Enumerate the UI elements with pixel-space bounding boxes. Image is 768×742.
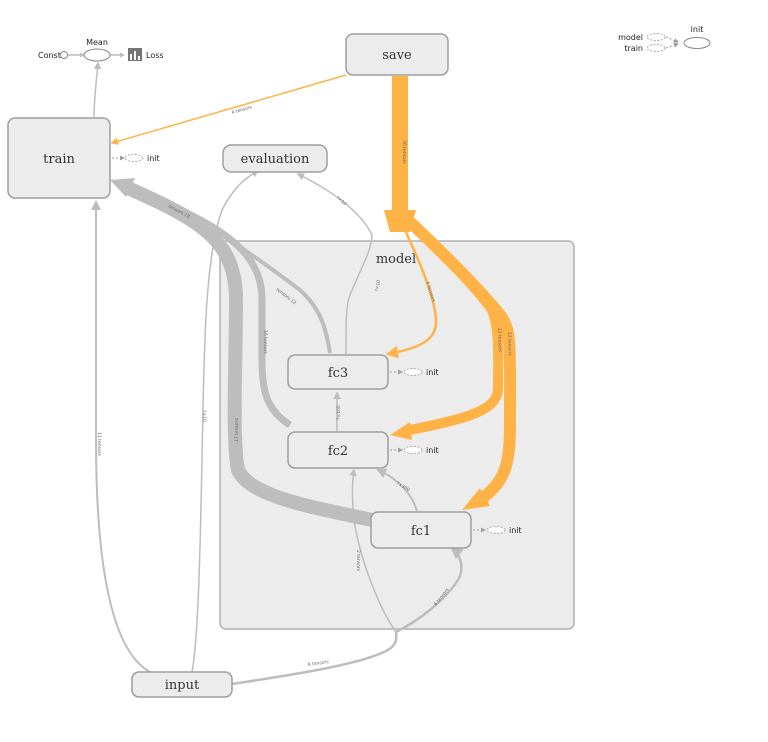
fc2-node-label: fc2: [328, 444, 348, 459]
train-init-label: init: [147, 154, 160, 163]
edge-input-train: [91, 200, 151, 673]
edge-label-input-fc2: 2 tensors: [355, 550, 361, 572]
save-node[interactable]: save: [345, 33, 449, 76]
const-node[interactable]: Const: [38, 51, 68, 60]
edge-label-input-train: 11 tensors: [96, 432, 102, 456]
save-node-label: save: [382, 48, 412, 63]
train-node[interactable]: train: [7, 117, 111, 199]
edge-save-fc2: [406, 218, 504, 435]
fc1-init-label: init: [509, 526, 522, 535]
fc3-node[interactable]: fc3: [287, 354, 389, 390]
edge-fc1-train-arrow: [110, 178, 135, 197]
edge-label-fc2-train: 16 tensors: [262, 330, 268, 354]
edge-label-fc2-fc3: ?×100: [336, 405, 342, 420]
edge-label-save-train: 4 tensors: [231, 104, 253, 116]
edge-fc1-train: [125, 181, 374, 527]
edge-input-model: [231, 631, 398, 686]
fc3-init-label: init: [426, 368, 439, 377]
edge-label-fc1-train: 17 tensors: [234, 418, 240, 442]
init-cluster-train-ellipse: [646, 44, 666, 52]
edge-label-save-trunk: 36 tensors: [401, 140, 407, 164]
fc1-init-aux[interactable]: init: [473, 526, 522, 535]
edge-save-fc1-arrow: [462, 488, 490, 510]
edge-label-input-eval: ?×10: [201, 410, 207, 422]
edge-fc1-fc2: [376, 468, 418, 512]
fc3-init-aux[interactable]: init: [390, 368, 439, 377]
input-node[interactable]: input: [131, 671, 233, 698]
edge-label-save-fc1-a: 12 tensors: [496, 328, 503, 353]
edge-label-fc3-eval: ?×10: [335, 195, 348, 207]
loss-label: Loss: [146, 51, 164, 60]
edge-label-save-fc1-b: 12 tensors: [506, 332, 513, 357]
edge-train-mean: [93, 61, 102, 118]
edge-save-fc3: [385, 227, 438, 359]
init-cluster[interactable]: model train init: [618, 25, 711, 53]
const-label: Const: [38, 51, 61, 60]
fc3-node-label: fc3: [328, 366, 348, 381]
evaluation-node-label: evaluation: [241, 152, 310, 167]
edge-label-input-model: 6 tensors: [307, 659, 329, 668]
edge-input-fc1: [395, 546, 464, 634]
edge-label-fc3-model: ?×10: [374, 279, 382, 292]
evaluation-node[interactable]: evaluation: [222, 144, 328, 173]
fc2-node[interactable]: fc2: [287, 431, 389, 469]
model-namespace-label: model: [376, 252, 416, 267]
edge-save-train: [110, 74, 347, 145]
edge-fc3-eval: [296, 173, 373, 355]
edge-input-eval: [191, 170, 260, 673]
edge-input-fc2: [349, 468, 397, 633]
init-cluster-train-label: train: [624, 44, 643, 53]
fc2-init-aux[interactable]: init: [390, 446, 439, 455]
init-cluster-init-ellipse: [683, 37, 711, 49]
train-init-aux[interactable]: init: [112, 154, 160, 163]
mean-ellipse: [83, 48, 111, 62]
fc1-node-label: fc1: [411, 524, 431, 539]
input-node-label: input: [165, 678, 200, 693]
init-cluster-model-ellipse: [646, 33, 666, 41]
init-cluster-init-label: init: [691, 25, 704, 34]
loss-node[interactable]: Loss: [128, 48, 164, 61]
fc2-init-label: init: [426, 446, 439, 455]
edge-fc3-train: [139, 186, 332, 354]
edge-save-fc2-arrow: [390, 422, 412, 440]
mean-node[interactable]: Mean: [83, 38, 111, 62]
const-circle: [60, 51, 68, 59]
mean-label: Mean: [86, 38, 108, 47]
init-cluster-model-label: model: [618, 33, 643, 42]
train-node-label: train: [43, 152, 75, 167]
fc1-node[interactable]: fc1: [370, 511, 472, 549]
